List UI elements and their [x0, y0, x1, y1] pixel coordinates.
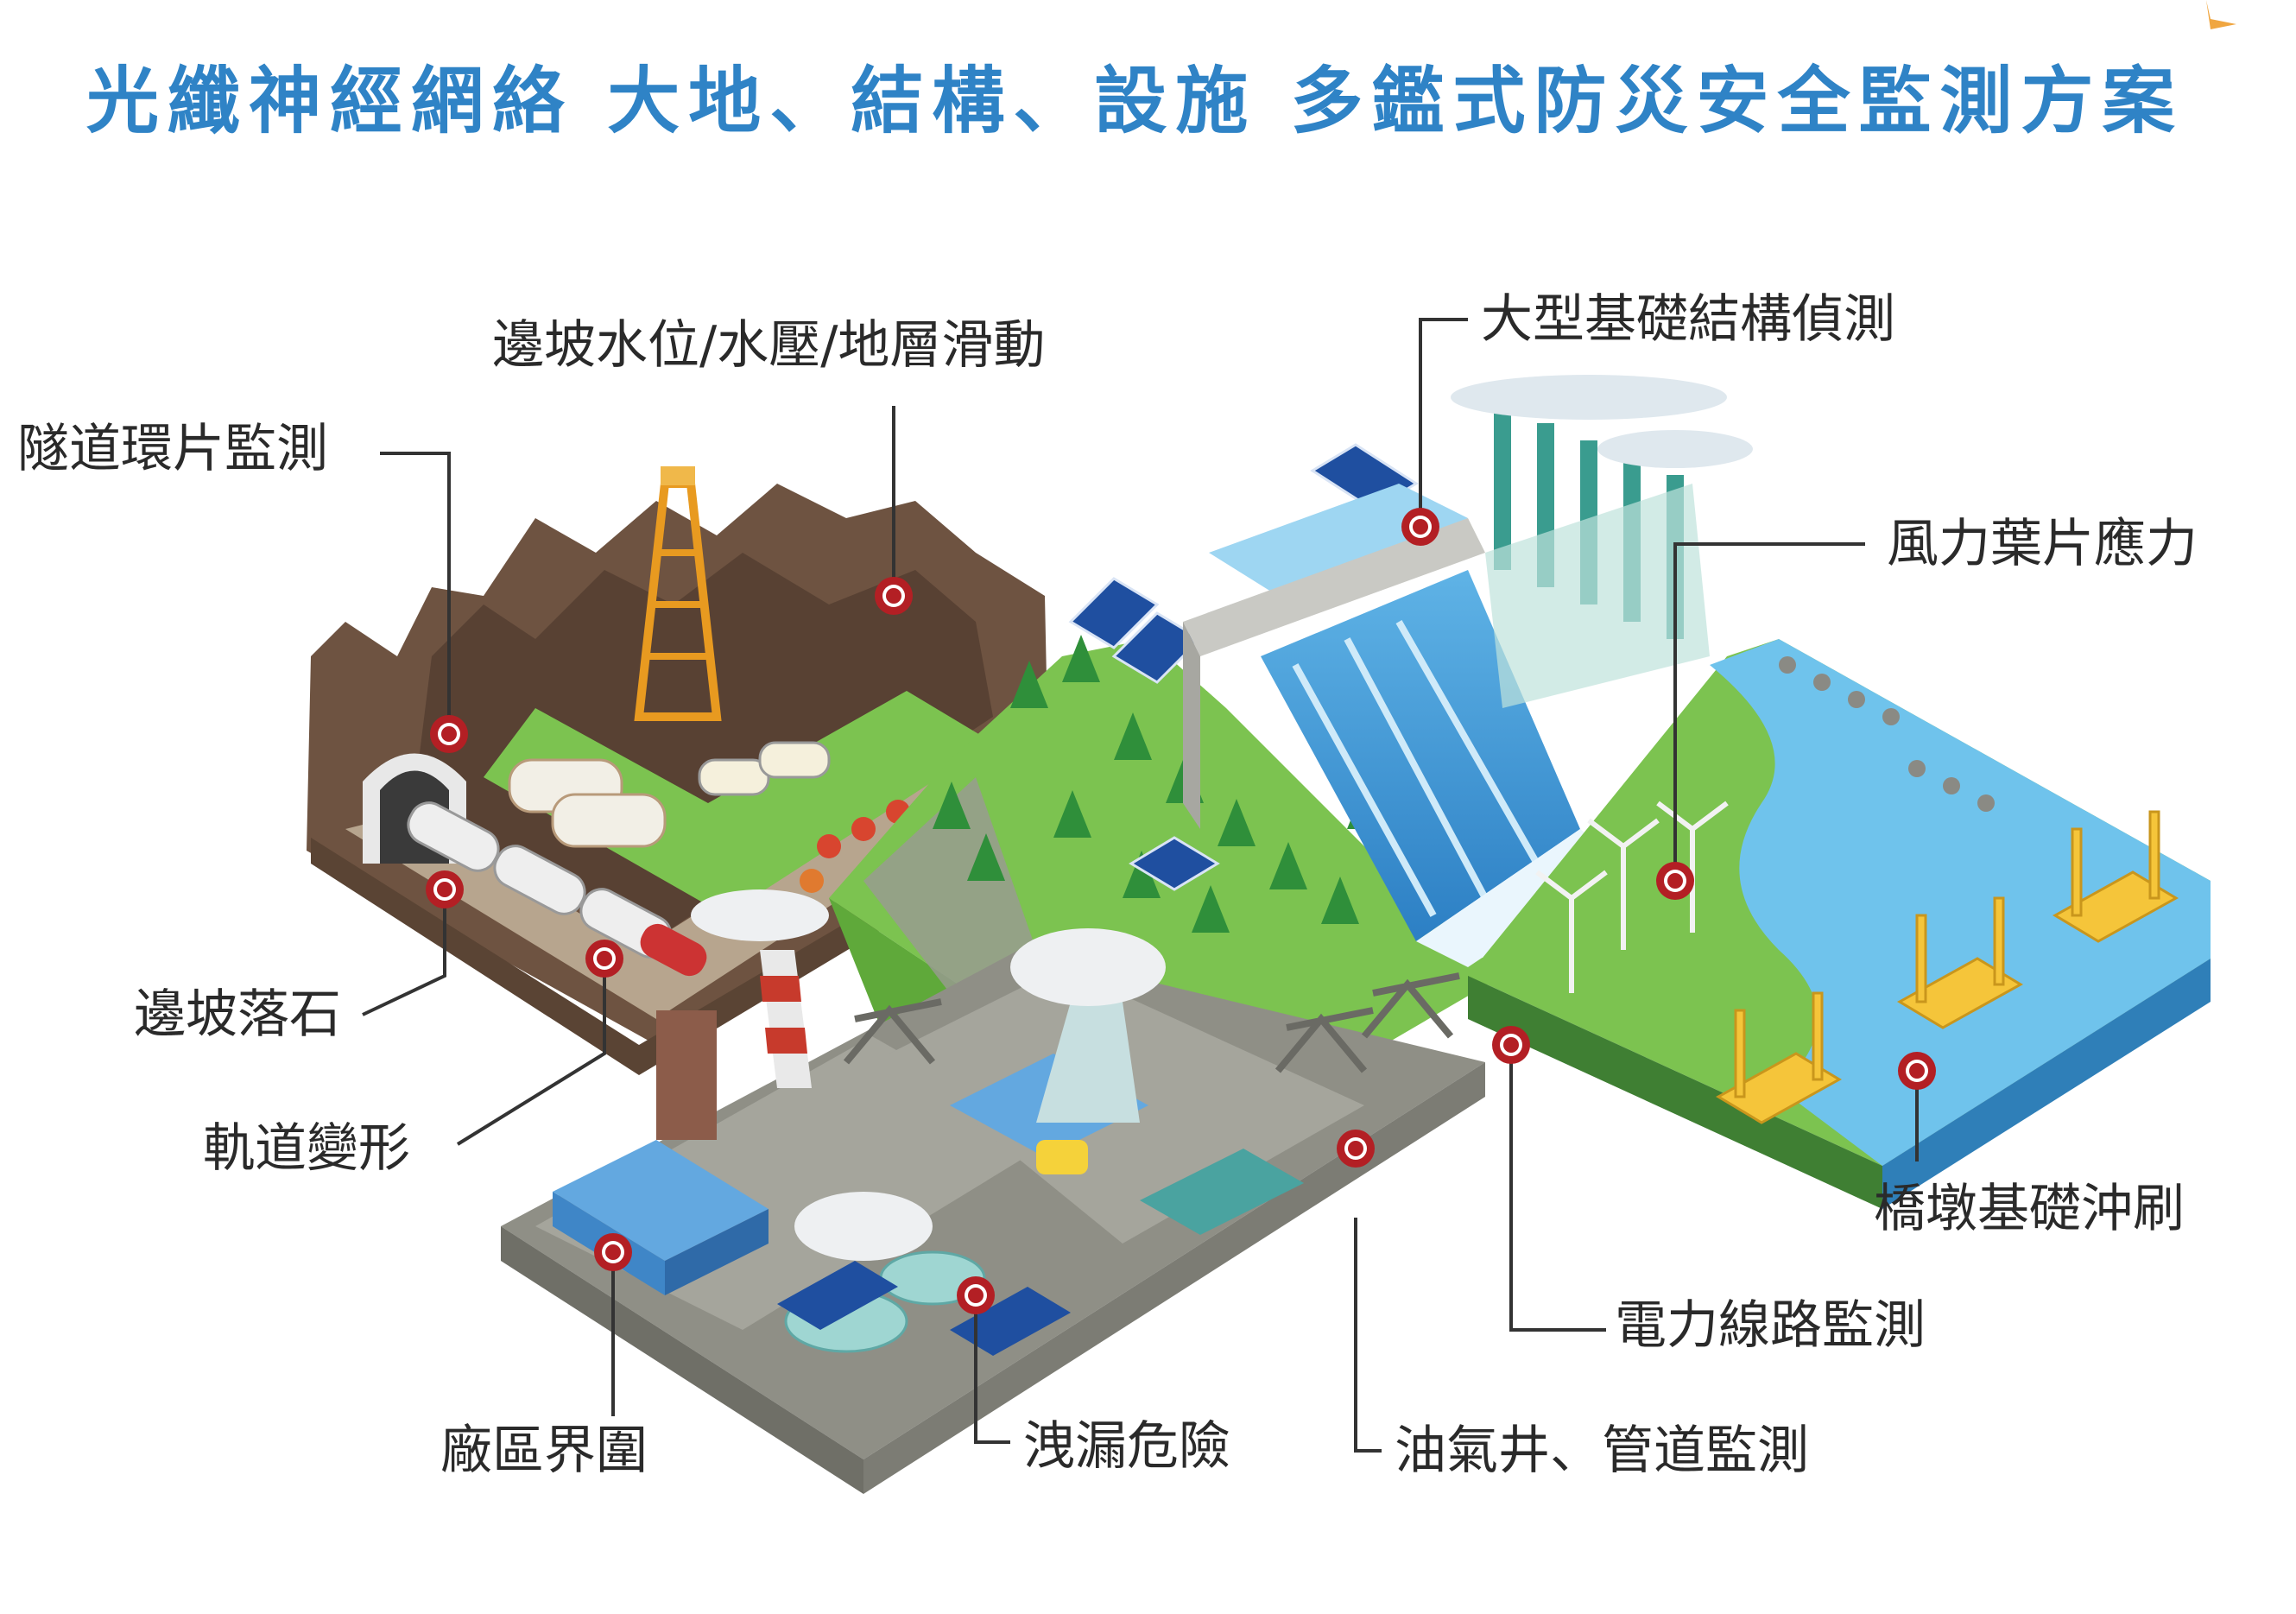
sensor-markers — [426, 508, 1936, 1314]
label-bridge-pier: 橋墩基礎沖刷 — [1874, 1179, 2185, 1239]
page-title: 光纖神經網絡 大地、結構、設施 多鑑式防災安全監測方案 — [86, 59, 2184, 143]
marker-rockfall-icon — [426, 870, 464, 908]
marker-large-structure-icon — [1401, 508, 1439, 546]
label-leak: 洩漏危險 — [1023, 1416, 1230, 1477]
label-tunnel: 隧道環片監測 — [17, 419, 328, 479]
marker-slope-water-icon — [875, 577, 913, 615]
label-oil-gas: 油氣井、管道監測 — [1395, 1421, 1809, 1481]
leak-tanks — [777, 1192, 1071, 1356]
marker-bridge-pier-icon — [1898, 1052, 1936, 1090]
factory-buildings — [553, 889, 1304, 1295]
marker-track-icon — [585, 940, 623, 978]
marker-power-line-icon — [1492, 1026, 1530, 1064]
label-slope-water: 邊坡水位/水壓/地層滑動 — [492, 315, 1046, 376]
tanker-train — [407, 801, 707, 977]
oil-platforms — [1716, 810, 2179, 1124]
marker-tunnel-icon — [430, 715, 468, 753]
label-wind-blade: 風力葉片應力 — [1887, 514, 2198, 574]
marker-leak-icon — [957, 1276, 995, 1314]
corner-sparkle-icon — [2206, 0, 2236, 29]
drilling-rig — [634, 466, 722, 721]
marker-wind-blade-icon — [1656, 862, 1694, 900]
label-factory-fence: 廠區界圍 — [440, 1421, 648, 1481]
offshore-turbines — [1779, 656, 1995, 812]
leader-lines — [362, 318, 1919, 1453]
power-plant-stacks — [1451, 375, 1753, 708]
marker-factory-fence-icon — [594, 1233, 632, 1271]
label-large-structure: 大型基礎結構偵測 — [1481, 289, 1895, 350]
pumpjacks — [843, 972, 1460, 1073]
label-power-line: 電力線路監測 — [1615, 1295, 1926, 1356]
sea-block — [1468, 639, 2211, 1209]
label-track: 軌道變形 — [203, 1118, 410, 1179]
depot-area — [508, 741, 910, 893]
marker-oil-gas-icon — [1337, 1130, 1375, 1168]
label-rockfall: 邊坡落石 — [134, 984, 341, 1045]
